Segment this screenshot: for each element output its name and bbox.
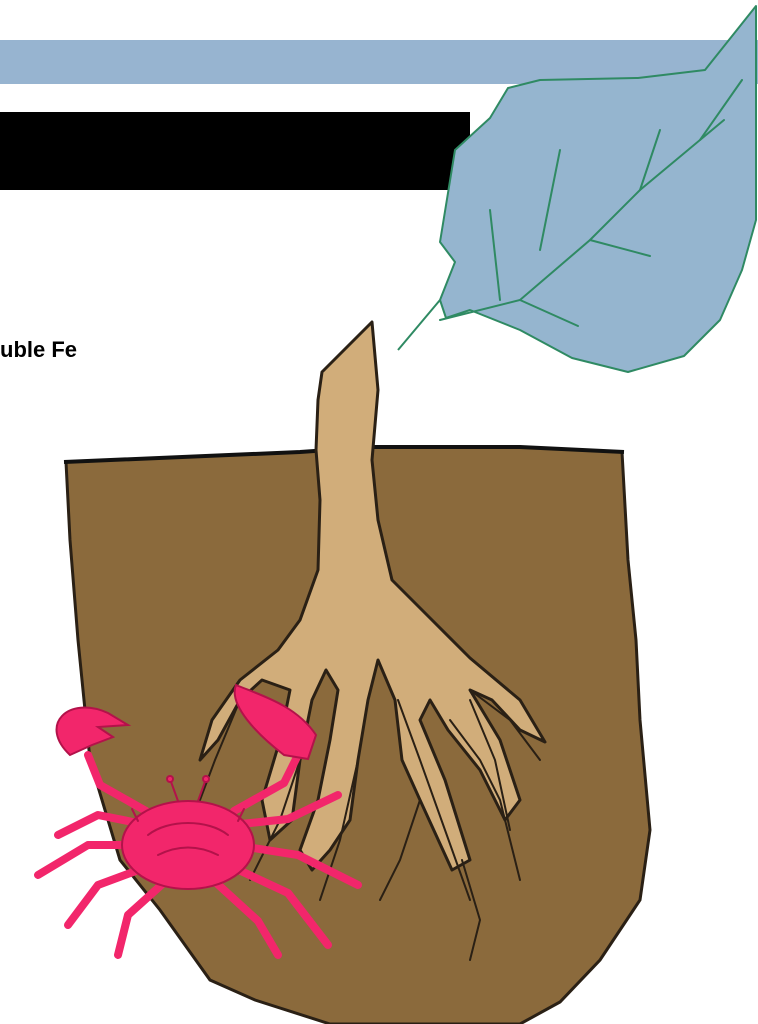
slide-caption: uble Fe (0, 330, 160, 370)
leaf-icon (398, 6, 756, 372)
